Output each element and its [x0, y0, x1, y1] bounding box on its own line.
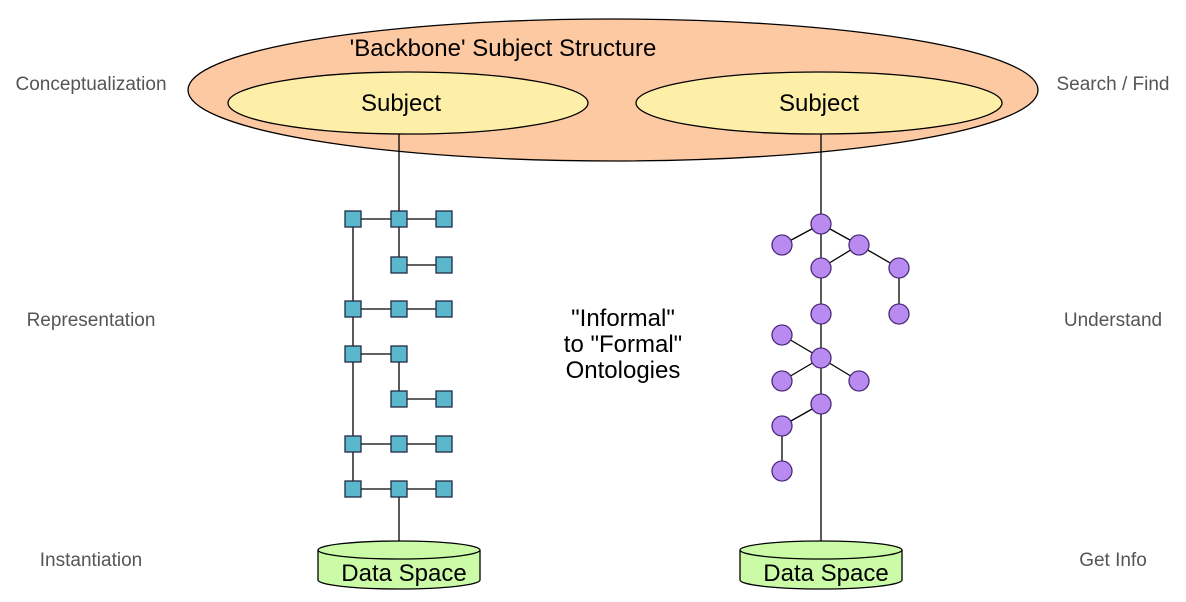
center-line-3: Ontologies [566, 357, 681, 384]
center-line-1: "Informal" [571, 305, 675, 332]
subject-left-label: Subject [361, 90, 441, 117]
right-label-understand: Understand [1064, 310, 1162, 331]
square-node [435, 256, 453, 274]
square-node [390, 390, 408, 408]
left-tree-nodes [344, 210, 453, 498]
square-node [390, 480, 408, 498]
square-node [390, 435, 408, 453]
circle-node [848, 234, 870, 256]
square-node [344, 480, 362, 498]
circle-node [848, 370, 870, 392]
right-label-get-info: Get Info [1079, 550, 1147, 571]
right-tree-edges [781, 134, 900, 545]
circle-node [888, 303, 910, 325]
square-node [344, 345, 362, 363]
square-node [435, 435, 453, 453]
square-node [435, 390, 453, 408]
subject-right-ellipse [635, 71, 1003, 135]
square-node [390, 256, 408, 274]
square-node [344, 210, 362, 228]
data-space-right: Data Space [739, 540, 903, 590]
square-node [435, 480, 453, 498]
left-label-representation: Representation [27, 310, 156, 331]
circle-node [771, 415, 793, 437]
circle-node [771, 370, 793, 392]
right-tree-nodes [771, 213, 910, 482]
circle-node [810, 303, 832, 325]
circle-node [810, 347, 832, 369]
left-label-instantiation: Instantiation [40, 550, 142, 571]
square-node [344, 435, 362, 453]
circle-node [810, 393, 832, 415]
square-node [435, 210, 453, 228]
square-node [435, 300, 453, 318]
center-line-2: to "Formal" [564, 331, 682, 358]
circle-node [810, 257, 832, 279]
square-node [344, 300, 362, 318]
data-space-left: Data Space [317, 540, 481, 590]
subject-left-ellipse [227, 71, 589, 135]
square-node [390, 300, 408, 318]
square-node [390, 345, 408, 363]
left-label-conceptualization: Conceptualization [15, 74, 166, 95]
circle-node [771, 234, 793, 256]
subject-right-label: Subject [779, 90, 859, 117]
circle-node [888, 257, 910, 279]
circle-node [771, 460, 793, 482]
backbone-title: 'Backbone' Subject Structure [350, 35, 657, 62]
circle-node [771, 324, 793, 346]
circle-node [810, 213, 832, 235]
square-node [390, 210, 408, 228]
center-caption: "Informal" to "Formal" Ontologies [564, 305, 682, 384]
right-label-search-find: Search / Find [1057, 74, 1170, 95]
data-space-left-label: Data Space [341, 560, 466, 587]
data-space-right-label: Data Space [763, 560, 888, 587]
